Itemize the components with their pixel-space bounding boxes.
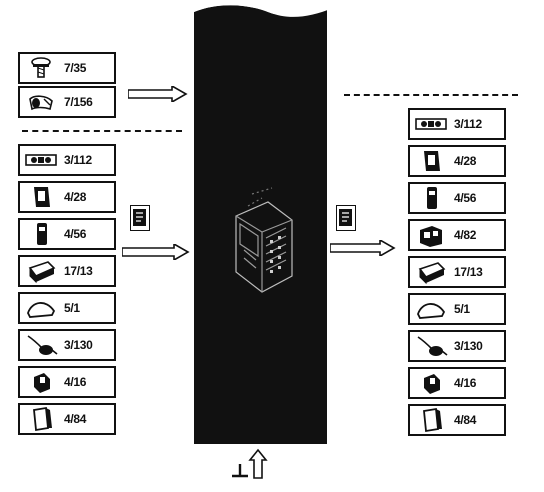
tile-label: 4/56 bbox=[454, 191, 477, 205]
tile-label: 4/16 bbox=[454, 376, 477, 390]
module-icon bbox=[420, 226, 442, 247]
tile-label: 17/13 bbox=[454, 265, 483, 279]
right-tile-0: 3/112 bbox=[408, 108, 506, 140]
right-list-marker bbox=[336, 205, 356, 231]
left-tile-5: 3/130 bbox=[18, 329, 116, 361]
column-top-wave bbox=[188, 0, 333, 24]
inflow-arrow-main bbox=[122, 244, 190, 260]
board-icon bbox=[25, 154, 57, 166]
right-tile-1: 4/28 bbox=[408, 145, 506, 177]
left-list-marker bbox=[130, 205, 150, 231]
cover-icon bbox=[417, 303, 446, 319]
right-tile-4: 17/13 bbox=[408, 256, 506, 288]
right-tile-6: 3/130 bbox=[408, 330, 506, 362]
board-icon bbox=[415, 118, 447, 130]
tile-label: 3/112 bbox=[454, 117, 482, 131]
tile-label: 4/82 bbox=[454, 228, 477, 242]
left-tile-6: 4/16 bbox=[18, 366, 116, 398]
connector-icon bbox=[418, 262, 446, 285]
cover-icon bbox=[27, 302, 56, 318]
left-top-tile-1: 7/156 bbox=[18, 86, 116, 118]
ground-arrow-icon bbox=[232, 448, 268, 479]
document-icon bbox=[133, 209, 146, 226]
left-tile-1: 4/28 bbox=[18, 181, 116, 213]
inflow-arrow-top bbox=[128, 86, 188, 102]
tile-label: 17/13 bbox=[64, 264, 93, 278]
tile-label: 3/130 bbox=[454, 339, 483, 353]
left-tile-4: 5/1 bbox=[18, 292, 116, 324]
clip-icon bbox=[29, 95, 53, 111]
screw-icon bbox=[31, 57, 51, 78]
cable-icon bbox=[27, 335, 58, 355]
tile-label: 4/28 bbox=[454, 154, 477, 168]
switch-icon bbox=[34, 373, 50, 393]
tile-label: 4/16 bbox=[64, 375, 87, 389]
left-dashed-divider bbox=[22, 130, 182, 132]
right-tile-2: 4/56 bbox=[408, 182, 506, 214]
process-column bbox=[194, 14, 327, 444]
tile-label: 3/112 bbox=[64, 153, 92, 167]
relay-icon bbox=[37, 223, 47, 245]
cable-icon bbox=[417, 336, 448, 356]
tile-label: 7/35 bbox=[64, 61, 87, 75]
tile-label: 7/156 bbox=[64, 95, 93, 109]
connector-icon bbox=[28, 261, 56, 284]
left-tile-7: 4/84 bbox=[18, 403, 116, 435]
bracket-icon bbox=[33, 406, 52, 432]
tile-label: 4/56 bbox=[64, 227, 87, 241]
left-tile-0: 3/112 bbox=[18, 144, 116, 176]
bracket-icon bbox=[423, 407, 442, 433]
tile-label: 4/84 bbox=[454, 413, 477, 427]
control-unit-image bbox=[235, 187, 293, 293]
relay-icon bbox=[427, 187, 437, 209]
right-tile-5: 5/1 bbox=[408, 293, 506, 325]
tile-label: 5/1 bbox=[64, 301, 80, 315]
housing-icon bbox=[424, 151, 440, 171]
right-tile-8: 4/84 bbox=[408, 404, 506, 436]
right-dashed-divider bbox=[344, 94, 518, 96]
tile-label: 4/84 bbox=[64, 412, 87, 426]
left-tile-2: 4/56 bbox=[18, 218, 116, 250]
right-tile-3: 4/82 bbox=[408, 219, 506, 251]
left-top-tile-0: 7/35 bbox=[18, 52, 116, 84]
tile-label: 4/28 bbox=[64, 190, 87, 204]
tile-label: 3/130 bbox=[64, 338, 93, 352]
right-tile-7: 4/16 bbox=[408, 367, 506, 399]
outflow-arrow-main bbox=[330, 240, 396, 256]
document-icon bbox=[339, 209, 352, 226]
housing-icon bbox=[34, 187, 50, 207]
left-tile-3: 17/13 bbox=[18, 255, 116, 287]
switch-icon bbox=[424, 374, 440, 394]
tile-label: 5/1 bbox=[454, 302, 470, 316]
